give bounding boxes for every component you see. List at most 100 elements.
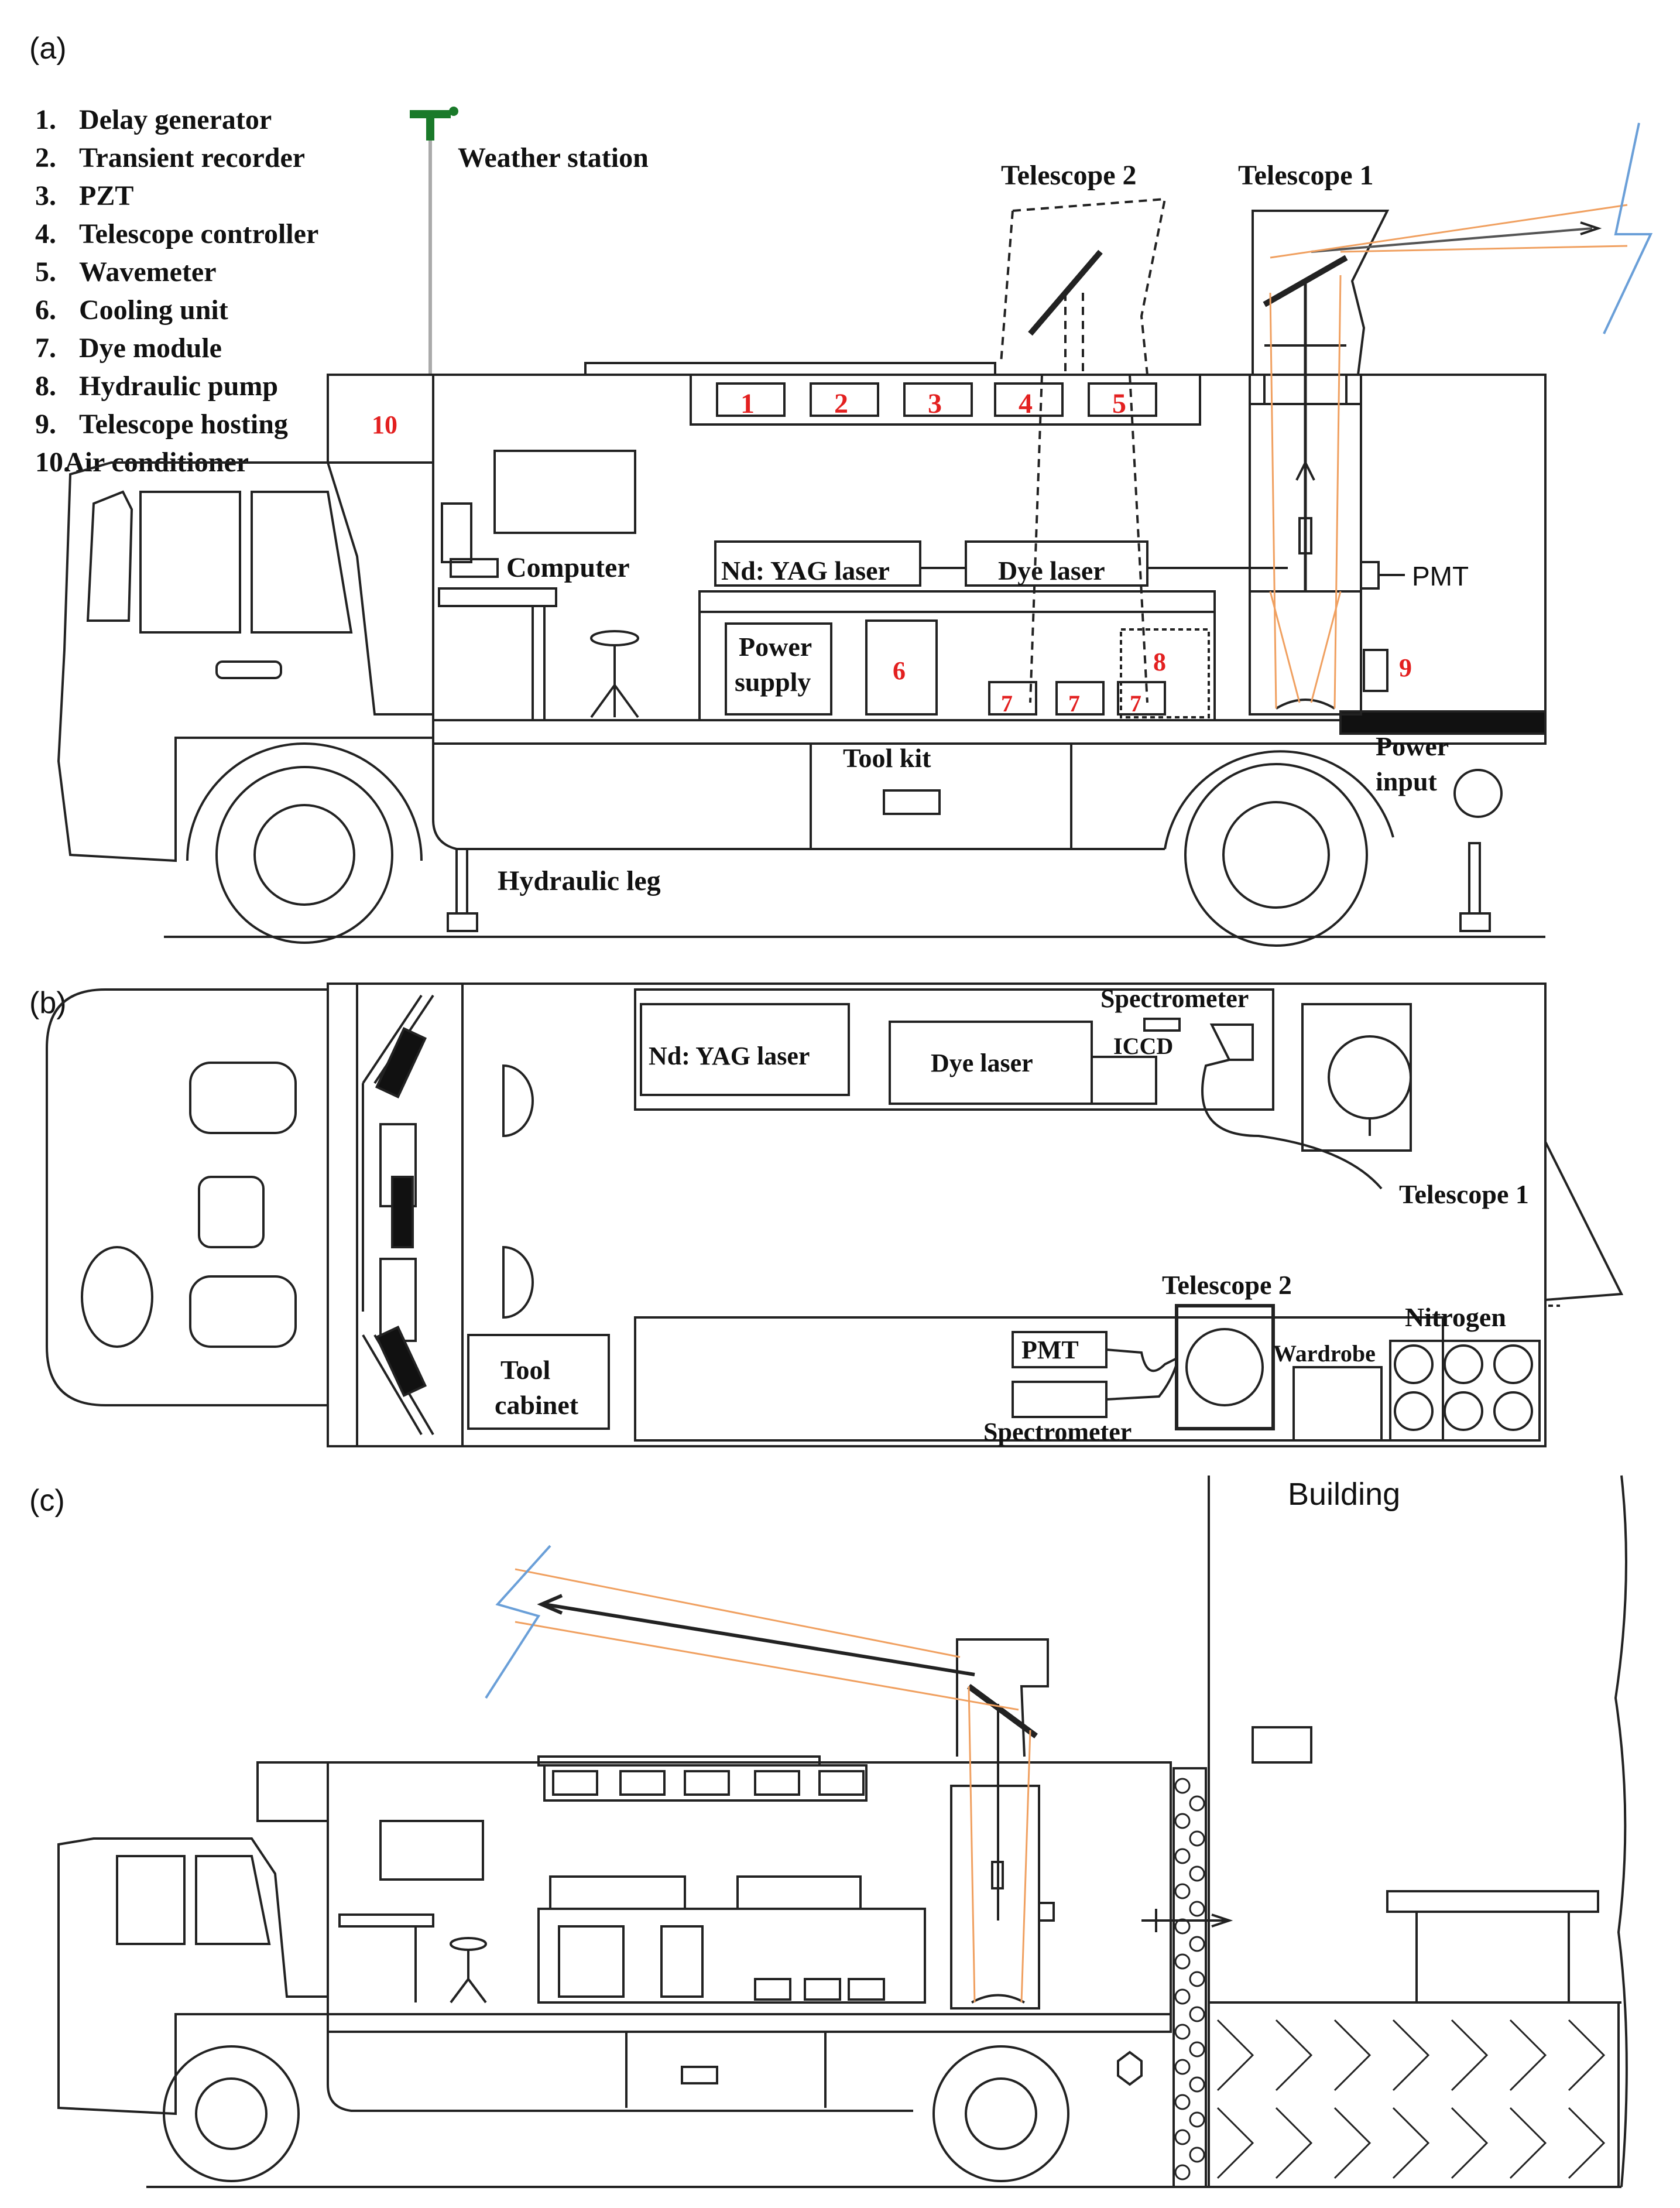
building-table: [1386, 1890, 1599, 1913]
rack-c-1: [552, 1770, 598, 1796]
tool-cabinet: [467, 1334, 610, 1430]
telescope-1-hood: [1252, 210, 1390, 375]
telescope-1-top-mirror: [1328, 1035, 1412, 1120]
spectrometer-top-box: [1143, 1018, 1181, 1032]
telescope-2-top-mirror: [1185, 1328, 1264, 1406]
nitrogen-tank-6: [1493, 1391, 1533, 1431]
orange-beam-2: [1340, 245, 1628, 253]
power-input-label-1: Power: [1376, 731, 1449, 761]
rack-num-2: 2: [834, 388, 848, 419]
lower-body-c: [327, 2032, 913, 2112]
nitrogen-tank-1: [1394, 1344, 1434, 1384]
telescope-1-label: Telescope 1: [1238, 160, 1374, 191]
telescope-2-label: Telescope 2: [1001, 160, 1137, 191]
front-hub: [253, 804, 355, 906]
nitrogen-label: Nitrogen: [1405, 1302, 1506, 1332]
legend-num-7: 7.: [35, 333, 56, 364]
rack-box-2: [810, 382, 879, 417]
seat-1: [189, 1062, 297, 1134]
computer-keyboard: [450, 558, 499, 578]
spectrometer-bottom-label: Spectrometer: [983, 1418, 1132, 1446]
nitrogen-tank-5: [1444, 1391, 1483, 1431]
rear-hub: [1222, 801, 1330, 909]
panel-label-a: (a): [29, 32, 67, 66]
dye-c: [736, 1875, 862, 1910]
cab-c-window-1: [116, 1855, 186, 1945]
rack-c-2: [619, 1770, 666, 1796]
telescope-hosting-box: [1363, 649, 1388, 692]
primary-mirror-c: [971, 1994, 1025, 2004]
legend-num-5: 5.: [35, 256, 56, 287]
num-7-label-2: 7: [1068, 690, 1080, 717]
cab-window-right: [251, 491, 353, 634]
dye-laser-top-label: Dye laser: [931, 1049, 1033, 1077]
dye-module-c-3: [848, 1978, 885, 2001]
foundation-hatch: [1208, 2001, 1620, 2188]
panel-label-b: (b): [29, 986, 67, 1020]
iccd-box: [1091, 1056, 1157, 1105]
cab-top: [46, 988, 329, 1406]
hydraulic-leg-right: [1468, 842, 1481, 915]
rack-box-3: [903, 382, 973, 417]
power-input-socket: [1453, 769, 1503, 818]
fiber-cable-2: [1106, 1348, 1177, 1372]
ndyag-laser-top: [640, 1003, 850, 1096]
power-supply-box: [725, 622, 832, 716]
laser-beam-arrow: [1580, 221, 1602, 235]
power-input-label-2: input: [1376, 766, 1438, 796]
telescope-mirror-c: [967, 1683, 1038, 1739]
nitrogen-rack: [1389, 1340, 1541, 1442]
telescope-2: Telescope 2: [1000, 160, 1167, 703]
orange-beam-1: [1270, 204, 1628, 259]
rack-num-5: 5: [1112, 388, 1126, 419]
power-input-bar: [1339, 710, 1547, 735]
bottom-bench: [634, 1316, 1444, 1442]
building-label: Building: [1288, 1477, 1400, 1512]
rear-angle: [1544, 1077, 1624, 1301]
rear-wheel: [1184, 763, 1368, 947]
laser-beam-c: [544, 1603, 975, 1676]
orange-beam-tube: [1269, 275, 1342, 709]
telescope-2-shaft: [1064, 293, 1084, 375]
legend-num-6: 6.: [35, 295, 56, 326]
telescope-2-drop: [1029, 374, 1148, 703]
rack-box-4: [994, 382, 1064, 417]
rack-panel-c: [543, 1764, 868, 1802]
telescope-2-top-label: Telescope 2: [1162, 1270, 1292, 1300]
ac-unit-2: [391, 1176, 414, 1248]
rear-wheel-arch: [1164, 750, 1394, 850]
computer-tower: [441, 502, 472, 563]
tool-kit-label: Tool kit: [843, 743, 931, 773]
nitrogen-tank-3: [1493, 1344, 1533, 1384]
body-top: [327, 983, 1547, 1447]
num-10-label: 10: [372, 410, 397, 439]
legend-num-1: 1.: [35, 104, 56, 135]
chair-2: [502, 1245, 534, 1319]
telescope-hood-c: [956, 1638, 1049, 1757]
monitor-c: [379, 1820, 484, 1881]
beam-optic: [1298, 517, 1312, 554]
fiber-cable-1: [1201, 1059, 1383, 1190]
cab-door-handle: [215, 660, 282, 679]
cabinet-top: [698, 590, 1216, 613]
front-wheel-c: [163, 2045, 300, 2182]
roof-panel: [584, 362, 996, 376]
front-wheel-arch: [186, 742, 423, 861]
telescope-2-hood: [1000, 197, 1167, 375]
power-supply-label-1: Power: [739, 632, 812, 662]
legend-num-4: 4.: [35, 218, 56, 249]
legend-text-8: Hydraulic pump: [79, 371, 278, 402]
legend-text-1: Delay generator: [79, 104, 272, 135]
legend-text-7: Dye module: [79, 333, 222, 364]
legend-num-9: 9.: [35, 409, 56, 440]
power-supply-label-2: supply: [735, 667, 811, 697]
nitrogen-tank-4: [1394, 1391, 1434, 1431]
ndyag-laser-top-label: Nd: YAG laser: [649, 1042, 810, 1070]
rack-panel: [690, 374, 1201, 426]
aircon-overhang: [327, 374, 433, 464]
tool-cabinet-label-2: cabinet: [495, 1390, 579, 1420]
seat-2: [198, 1176, 265, 1248]
legend-text-3: PZT: [79, 180, 133, 211]
pmt-label: PMT: [1412, 561, 1469, 591]
